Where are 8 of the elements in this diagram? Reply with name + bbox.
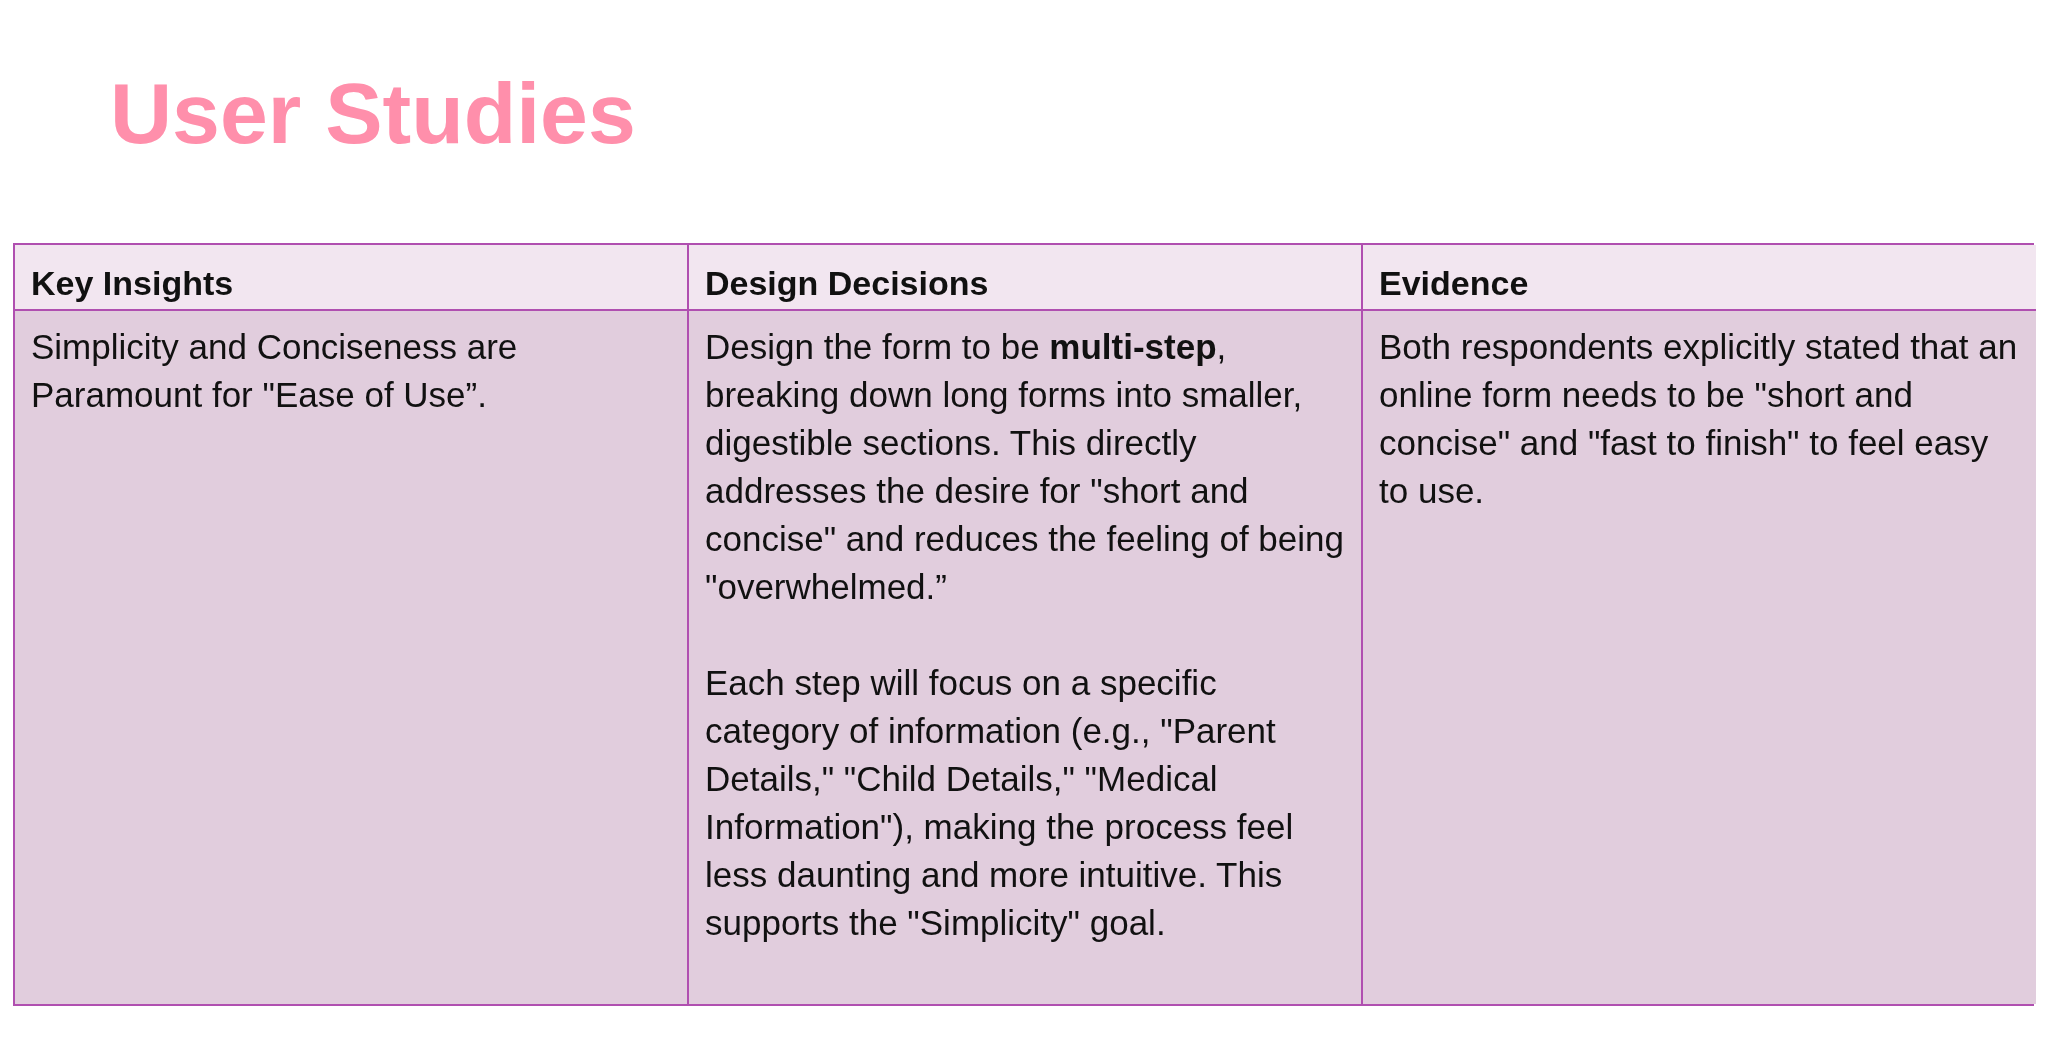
cell-text: Design the form to be multi-step, breaking down long forms into smaller, digestible sections. This directly addresses the desire for "short and concise" and reduces the feeling of being "overwhelmed.” <box>705 326 1345 608</box>
column-header: Design Decisions <box>705 263 989 304</box>
column-header: Key Insights <box>31 263 234 304</box>
slide-title: User Studies <box>110 66 636 161</box>
cell-text: Each step will focus on a specific category of information (e.g., "Parent Details," "Child Details," "Medical Information"), making the process feel less daunting and more intuitive. This supports the "Simplicity" goal. <box>705 662 1295 944</box>
column-header: Evidence <box>1379 263 1529 304</box>
cell-text: Both respondents explicitly stated that an online form needs to be "short and concise" and "fast to finish" to feel easy to use. <box>1379 326 2019 512</box>
cell-text: Simplicity and Conciseness are Paramount for "Ease of Use”. <box>31 326 519 416</box>
